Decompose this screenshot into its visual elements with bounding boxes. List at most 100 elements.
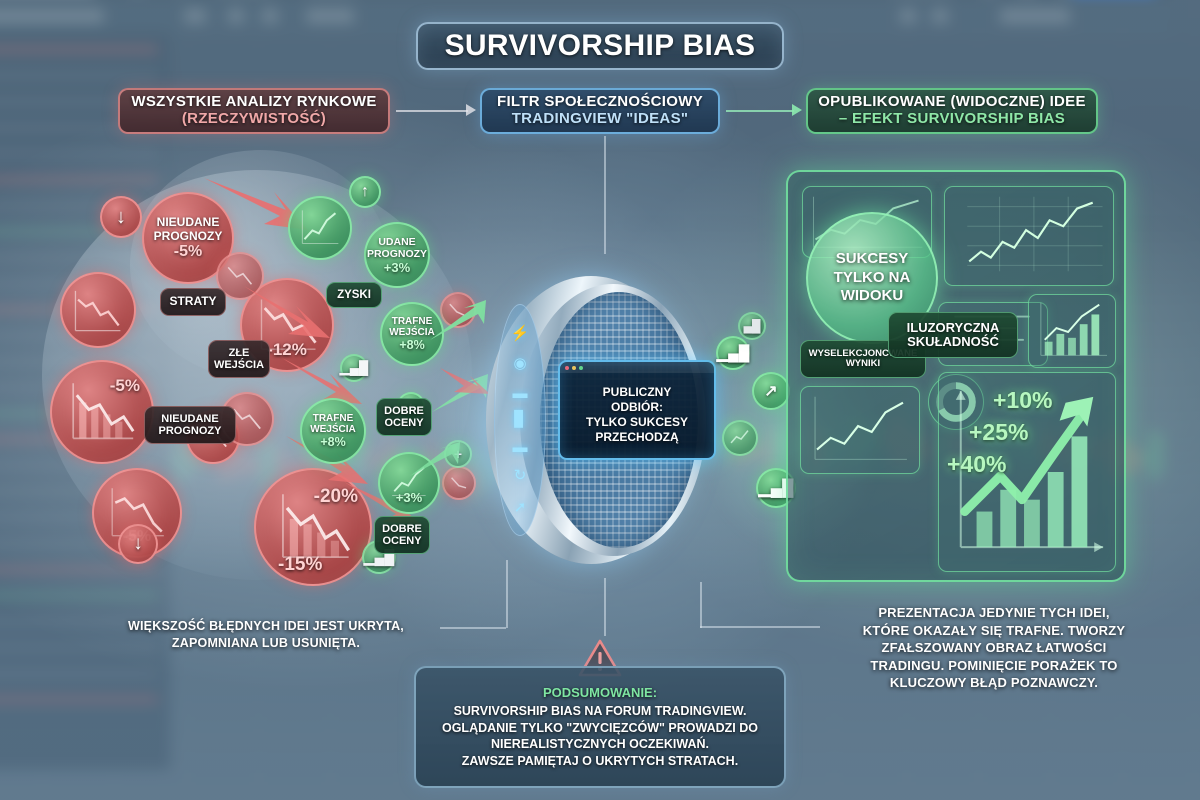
candle <box>253 459 258 472</box>
success-bubble-line3: WIDOKU <box>840 287 904 305</box>
candle <box>170 455 175 465</box>
bar-chart-down-icon <box>72 383 135 440</box>
mini-chart-bubble: -5% <box>50 360 154 464</box>
watchlist-row <box>0 254 158 261</box>
funnel-line-3: TYLKO SUKCESY <box>585 415 688 429</box>
exit-bubble-line-chart <box>722 420 758 456</box>
bar-chart-icon: ▄█ <box>743 319 761 333</box>
candle <box>294 462 300 476</box>
caption-left-line2: ZAPOMNIANA LUB USUNIĘTA. <box>171 635 361 650</box>
interval-selector <box>184 9 206 23</box>
page-title-text: SURVIVORSHIP BIAS <box>444 29 756 63</box>
bubble-value: -5% <box>173 243 203 260</box>
candle <box>286 455 292 478</box>
tag-zyski: ZYSKI <box>326 282 382 308</box>
caption-right-line2: KTÓRE OKAZAŁY SIĘ TRAFNE. TWORZY <box>862 622 1126 638</box>
header-reality-line1: WSZYSTKIE ANALIZY RYNKOWE <box>131 93 377 111</box>
bubble-trafne-wejscia-1: TRAFNE WEJŚCIA +8% <box>380 302 444 366</box>
bar-chart-icon: ▁▄█ <box>339 360 369 375</box>
candle <box>186 437 192 475</box>
caption-left-leader <box>440 627 506 629</box>
header-box-filter: FILTR SPOŁECZNOŚCIOWY TRADINGVIEW "IDEAS… <box>480 88 720 134</box>
funnel-icon-rail: ⚡ ◉ ▬ ▊ ▬ ↻ ➚ <box>494 304 546 536</box>
header-reality-line2: (RZECZYWISTOŚĆ) <box>181 110 327 127</box>
candle <box>775 430 781 474</box>
bar-chart-bubble: ▁▄█ <box>340 354 368 382</box>
tag-label-line1: DOBRE <box>382 522 422 535</box>
bubble-value: +3% <box>383 259 411 275</box>
bar-chart-icon: ▁▄█ <box>716 345 750 362</box>
candle <box>1157 432 1163 476</box>
watchlist-row <box>0 202 158 209</box>
watchlist-row <box>0 670 158 677</box>
tag-label-line1: ZŁE <box>228 346 250 359</box>
summary-line2: OGLĄDANIE TYLKO "ZWYCIĘZCÓW" PROWADZI DO <box>441 720 758 735</box>
success-bubble-line1: SUKCESY <box>835 249 909 267</box>
green-arrow-icon <box>430 300 486 340</box>
connector-arrow-1-line <box>396 110 468 112</box>
watchlist-row <box>0 514 158 521</box>
tag-label-line2: OCENY <box>384 417 424 429</box>
bubble-value: -15% <box>278 554 323 575</box>
candle <box>377 454 383 470</box>
candle <box>759 443 765 459</box>
watchlist-row <box>0 696 158 703</box>
line-chart-up-icon <box>814 396 907 460</box>
donut-chart-icon <box>936 382 976 422</box>
down-arrow-bubble: ↓ <box>100 196 142 238</box>
gain-value-1: +10% <box>993 387 1053 413</box>
caption-right: PREZENTACJA JEDYNIE TYCH IDEI, KTÓRE OKA… <box>824 604 1164 692</box>
caption-left-leader-vert <box>506 560 508 628</box>
summary-heading: PODSUMOWANIE: <box>542 685 658 700</box>
caption-left-line1: WIĘKSZOŚĆ BŁĘDNYCH IDEI JEST UKRYTA, <box>128 619 404 633</box>
exit-bubble-trend-up: ↗ <box>752 372 790 410</box>
tag-label-line2: WYNIKI <box>845 358 881 369</box>
watchlist-row <box>0 72 158 79</box>
toolbar-icon-right-2 <box>932 9 948 23</box>
watchlist-row <box>0 618 158 625</box>
funnel-line-2: ODBIÓR: <box>610 400 663 414</box>
caption-right-leader-vert <box>700 582 702 628</box>
watchlist-row <box>0 98 158 105</box>
tag-dobre-oceny-2: DOBRE OCENY <box>374 516 430 554</box>
candle <box>717 437 723 452</box>
bubble-trafne-wejscia-2: TRAFNE WEJŚCIA +8% <box>300 398 366 464</box>
bubble-label: UDANE PROGNOZY <box>366 235 428 260</box>
line-chart-up-icon <box>730 430 750 444</box>
bubble-value: -12% <box>267 340 307 359</box>
bubble-sukcesy-tylko-na-widoku: SUKCESY TYLKO NA WIDOKU <box>806 212 938 344</box>
summary-leader-line <box>604 578 606 636</box>
connector-arrow-2-line <box>726 110 794 112</box>
line-chart-up-icon <box>302 210 339 245</box>
cursor-icon: ➚ <box>513 499 527 516</box>
watchlist-row <box>0 150 158 157</box>
minimize-dot-icon <box>572 365 576 370</box>
watchlist-row <box>0 540 158 547</box>
red-arrow-icon <box>440 368 490 394</box>
bubble-value: +3% <box>395 490 423 505</box>
header-box-reality: WSZYSTKIE ANALIZY RYNKOWE (RZECZYWISTOŚĆ… <box>118 88 390 134</box>
candle <box>344 435 350 487</box>
header-filter-line1: FILTR SPOŁECZNOŚCIOWY <box>496 93 704 111</box>
candle <box>477 449 483 495</box>
tag-label: ZYSKI <box>337 288 371 301</box>
red-arrow-icon <box>344 482 420 524</box>
list-icon: ▬ <box>512 438 528 456</box>
bubble-value: -5% <box>109 376 140 395</box>
tag-zle-wejscia: ZŁE WEJŚCIA <box>208 340 270 378</box>
arrow-up-icon: ↑ <box>361 183 369 200</box>
gain-value-2: +25% <box>969 419 1029 445</box>
bubble-udane-prognozy: UDANE PROGNOZY +3% <box>364 222 430 288</box>
tag-nieudane-prognozy: NIEUDANE PROGNOZY <box>144 406 236 444</box>
chart-type-icon <box>228 9 244 23</box>
toolbar-icon-right-1 <box>900 9 916 23</box>
green-chart-bubble <box>288 196 352 260</box>
watchlist-row <box>0 228 158 235</box>
caption-right-line1: PREZENTACJA JEDYNIE TYCH IDEI, <box>878 605 1110 620</box>
green-arrow-icon <box>432 374 488 412</box>
connector-arrow-2-head <box>792 104 802 116</box>
page-title: SURVIVORSHIP BIAS <box>416 22 784 70</box>
red-arrow-icon <box>244 286 330 338</box>
arrow-down-icon: ↓ <box>133 533 143 554</box>
candle <box>1132 448 1138 473</box>
